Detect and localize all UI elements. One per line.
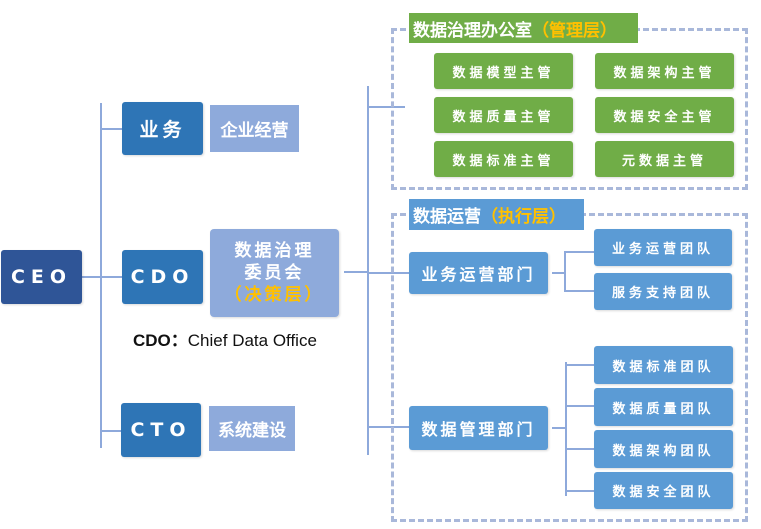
function-business-ops[interactable]: 企业经营 [210,105,299,152]
dept1-team-branch [564,251,594,253]
role-box[interactable]: 数据模型主管 [434,53,573,89]
role-label: 数据质量主管 [452,109,555,125]
committee-layer-tag: （决策层） [224,285,325,305]
role-label: 数据模型主管 [452,65,555,81]
dept1-connector [552,272,566,274]
dept2-team-bus [565,362,567,496]
cdo-caption-term: CDO： [133,331,188,350]
dept1-team-branch [564,290,594,292]
exec-business-label: 业务 [139,119,186,141]
team-label: 数据安全团队 [612,485,715,500]
role-box[interactable]: 数据质量主管 [434,97,573,133]
role-box[interactable]: 数据标准主管 [434,141,573,177]
team-box[interactable]: 数据标准团队 [594,346,733,384]
committee-line2: 委员会 [244,263,305,283]
dept-data-mgmt[interactable]: 数据管理部门 [409,406,548,450]
branch-ops-dept [367,272,409,274]
team-box[interactable]: 数据质量团队 [594,388,733,426]
team-box[interactable]: 数据安全团队 [594,472,733,509]
ceo-label: CEO [10,266,73,288]
management-layer-tag: （管理层） [532,20,617,41]
exec-cto-label: CTO [130,419,192,441]
execution-title-text: 数据运营 [413,207,481,227]
committee-connector [344,271,368,273]
governance-trunk-line [367,86,369,455]
team-label: 服务支持团队 [611,286,714,301]
role-box[interactable]: 数据安全主管 [595,97,734,133]
team-label: 数据架构团队 [612,443,715,459]
branch-management [367,106,405,108]
role-box[interactable]: 元数据主管 [595,141,734,177]
team-box[interactable]: 业务运营团队 [594,229,732,266]
role-label: 数据标准主管 [452,153,555,169]
dept-business-ops[interactable]: 业务运营部门 [409,252,548,294]
management-layer-title: 数据治理办公室（管理层） [409,13,638,43]
exec-branch-cto [100,430,121,432]
dept2-team-branch [565,364,594,366]
team-box[interactable]: 服务支持团队 [594,273,732,310]
branch-data-dept [367,426,409,428]
team-label: 业务运营团队 [611,242,714,257]
exec-cdo-box[interactable]: CDO [122,250,203,304]
team-label: 数据质量团队 [612,401,715,417]
team-label: 数据标准团队 [612,359,715,375]
governance-committee-box[interactable]: 数据治理 委员会 （决策层） [210,229,339,317]
committee-line1: 数据治理 [234,241,315,261]
exec-cdo-label: CDO [130,266,195,288]
dept1-team-bus [564,251,566,292]
ceo-box[interactable]: CEO [1,250,82,304]
dept2-team-branch [565,405,594,407]
execution-layer-title: 数据运营（执行层） [409,199,584,230]
role-box[interactable]: 数据架构主管 [595,53,734,89]
execution-layer-tag: （执行层） [481,207,566,227]
role-label: 数据安全主管 [613,109,716,125]
exec-trunk-line [100,103,102,448]
ceo-connector [82,276,122,278]
dept-business-ops-label: 业务运营部门 [421,265,536,284]
dept-data-mgmt-label: 数据管理部门 [421,420,536,439]
dept2-connector [552,427,566,429]
dept2-team-branch [565,490,594,492]
dept2-team-branch [565,448,594,450]
cdo-caption: CDO：Chief Data Office [133,326,317,351]
function-system-build[interactable]: 系统建设 [209,406,295,451]
exec-branch-business [100,128,122,130]
exec-business-box[interactable]: 业务 [122,102,203,155]
function-business-ops-label: 企业经营 [220,121,289,141]
role-label: 数据架构主管 [613,65,716,81]
function-system-build-label: 系统建设 [218,421,286,441]
role-label: 元数据主管 [621,153,707,169]
team-box[interactable]: 数据架构团队 [594,430,733,468]
exec-cto-box[interactable]: CTO [121,403,201,457]
management-title-text: 数据治理办公室 [413,20,532,41]
cdo-caption-definition: Chief Data Office [187,331,317,350]
